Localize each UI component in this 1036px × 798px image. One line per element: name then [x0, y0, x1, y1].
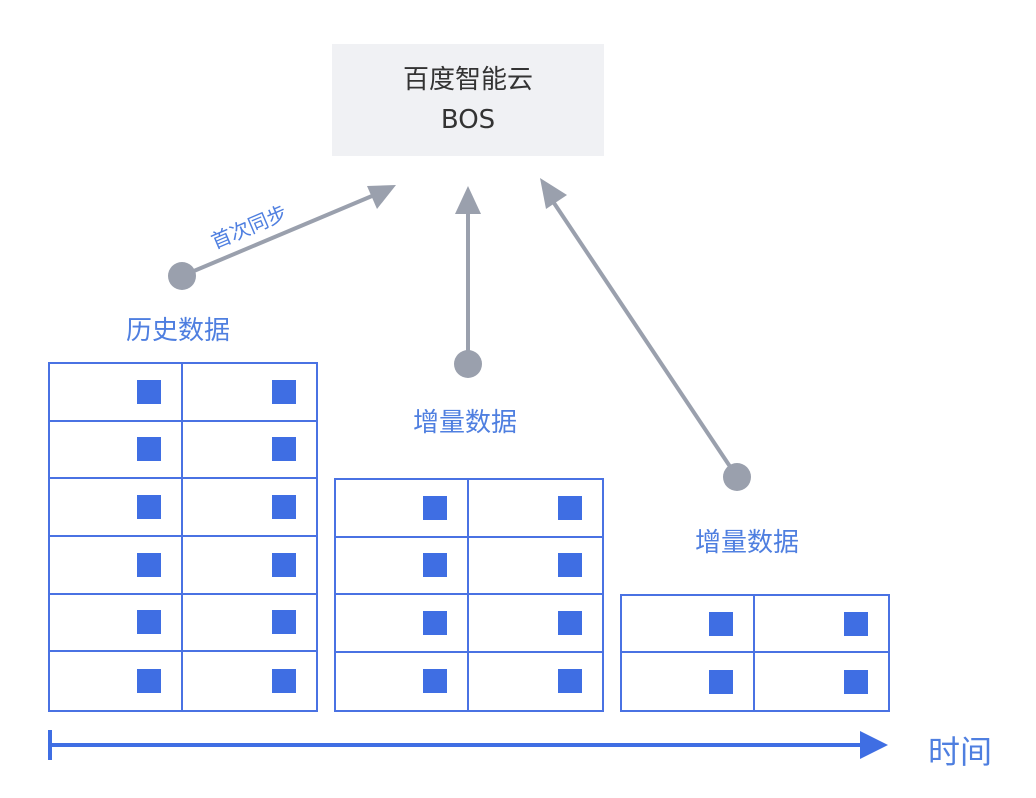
- grid-cell: [469, 653, 602, 711]
- data-block-icon: [137, 495, 161, 520]
- data-block-icon: [844, 611, 868, 636]
- grid-cell: [469, 595, 602, 653]
- grid-cell: [469, 538, 602, 595]
- data-block-icon: [423, 495, 447, 520]
- data-block-icon: [558, 610, 582, 635]
- data-block-icon: [272, 379, 296, 404]
- grid-cell: [336, 595, 469, 653]
- history-label: 历史数据: [126, 316, 231, 346]
- grid-cell: [183, 537, 316, 595]
- first-sync-arrow-line: [181, 194, 373, 278]
- data-block-icon: [558, 669, 582, 694]
- data-block-icon: [272, 437, 296, 462]
- time-axis-arrow-head: [860, 731, 888, 759]
- data-block-icon: [137, 610, 161, 635]
- data-block-icon: [137, 669, 161, 694]
- grid-cell: [183, 652, 316, 710]
- grid-cell: [50, 537, 183, 595]
- data-block-icon: [137, 437, 161, 462]
- grid-cell: [50, 594, 183, 653]
- incremental-1-grid: [334, 478, 604, 712]
- incremental-1-arrow-head: [455, 186, 481, 214]
- grid-cell: [50, 364, 183, 422]
- data-block-icon: [709, 611, 733, 636]
- time-label: 时间: [928, 733, 993, 771]
- grid-cell: [469, 480, 602, 538]
- data-block-icon: [137, 379, 161, 404]
- data-block-icon: [709, 669, 733, 694]
- grid-cell: [755, 596, 888, 653]
- grid-cell: [183, 364, 316, 422]
- bos-subtitle: BOS: [440, 105, 496, 135]
- data-block-icon: [558, 495, 582, 520]
- grid-cell: [622, 653, 755, 710]
- grid-cell: [50, 421, 183, 480]
- grid-cell: [336, 537, 469, 595]
- bos-title: 百度智能云: [402, 65, 533, 95]
- grid-cell: [622, 596, 755, 653]
- incremental-2-grid: [620, 594, 890, 712]
- first-sync-arrow-head: [367, 185, 396, 209]
- incremental-2-label: 增量数据: [695, 528, 800, 558]
- grid-cell: [50, 479, 183, 537]
- data-block-icon: [558, 553, 582, 578]
- incremental-2-dot: [723, 463, 751, 491]
- grid-cell: [336, 480, 469, 538]
- grid-cell: [183, 422, 316, 480]
- data-block-icon: [844, 669, 868, 694]
- data-block-icon: [272, 669, 296, 694]
- grid-cell: [183, 479, 316, 537]
- incremental-1-dot: [454, 350, 482, 378]
- data-block-icon: [272, 495, 296, 520]
- bos-box: 百度智能云 BOS: [332, 44, 604, 156]
- data-block-icon: [137, 552, 161, 577]
- grid-cell: [50, 652, 183, 710]
- data-block-icon: [423, 553, 447, 578]
- data-block-icon: [272, 610, 296, 635]
- grid-cell: [183, 595, 316, 653]
- grid-cell: [336, 652, 469, 710]
- first-sync-dot: [168, 262, 196, 290]
- history-grid: [48, 362, 318, 712]
- data-block-icon: [272, 552, 296, 577]
- grid-cell: [755, 653, 888, 710]
- incremental-2-arrow-head: [540, 178, 567, 209]
- data-block-icon: [423, 669, 447, 694]
- incremental-1-label: 增量数据: [413, 408, 518, 438]
- data-block-icon: [423, 610, 447, 635]
- incremental-2-arrow-line: [550, 198, 739, 479]
